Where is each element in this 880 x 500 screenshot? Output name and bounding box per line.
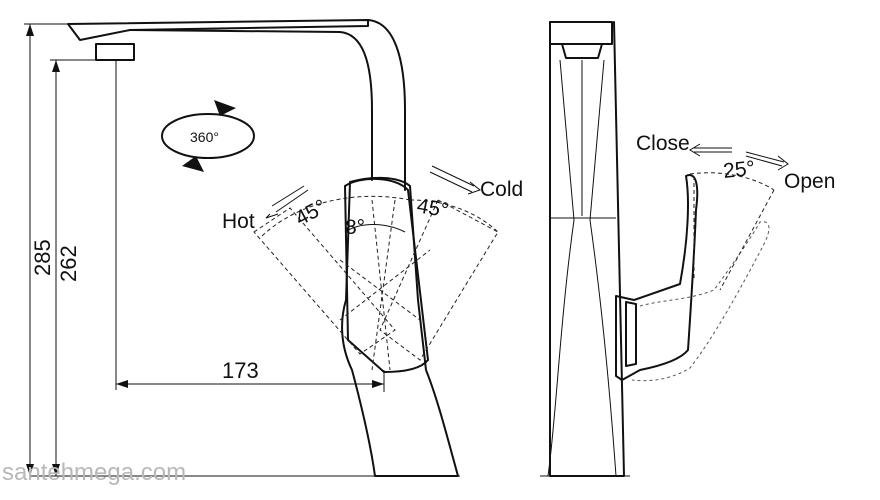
front-lever-arc [689,172,775,191]
front-lever-axis-open [719,189,775,291]
aerator [95,43,135,61]
faucet-front-view [540,21,775,477]
hot-arc [261,195,411,237]
open-arrow [745,151,789,171]
lever-angle-label: 25° [722,157,756,183]
cold-angle-label: 45° [415,194,450,222]
swivel-arrow-bottom-icon [182,156,204,172]
cross-line-b [339,249,431,321]
cold-label: Cold [480,178,523,201]
swivel-angle-label: 360° [190,129,219,145]
swivel-indicator: 360° [161,100,255,172]
swivel-arrow-top-icon [214,100,236,116]
dimension-lines [24,23,385,476]
front-aerator [561,43,603,59]
front-waist-right [589,59,617,477]
hot-arrow [265,185,309,219]
handle-rotation-ghosts [253,195,499,371]
center-axis-a [371,199,391,371]
faucet-side-view [30,19,460,477]
close-label: Close [636,132,690,155]
cold-handle-ghost [379,199,499,361]
total-height-label: 285 [30,239,55,276]
reach-label: 173 [222,358,259,383]
spout-arm-inner [129,29,373,181]
spout-head [67,19,369,41]
handle-lever [344,177,429,373]
front-lever-open-ghost [631,221,770,382]
front-spout-head [549,21,613,45]
front-lever [615,174,699,381]
center-angle-arc [344,224,406,233]
watermark: santehmega.com [2,459,186,486]
spout-height-label: 262 [56,245,81,282]
hot-label: Hot [222,210,255,233]
front-lever-mount [625,301,637,367]
center-angle-label: 8° [345,216,365,239]
open-label: Open [784,170,835,193]
center-axis-b [371,199,396,371]
spout-arm-outer [367,19,406,191]
front-body [549,21,625,477]
close-arrow [689,143,732,157]
cold-arrow [429,165,482,195]
cross-line-a [339,259,421,321]
front-waist-left [547,59,575,477]
hot-handle-ghost [253,207,396,355]
hot-angle-label: 45° [292,195,331,230]
